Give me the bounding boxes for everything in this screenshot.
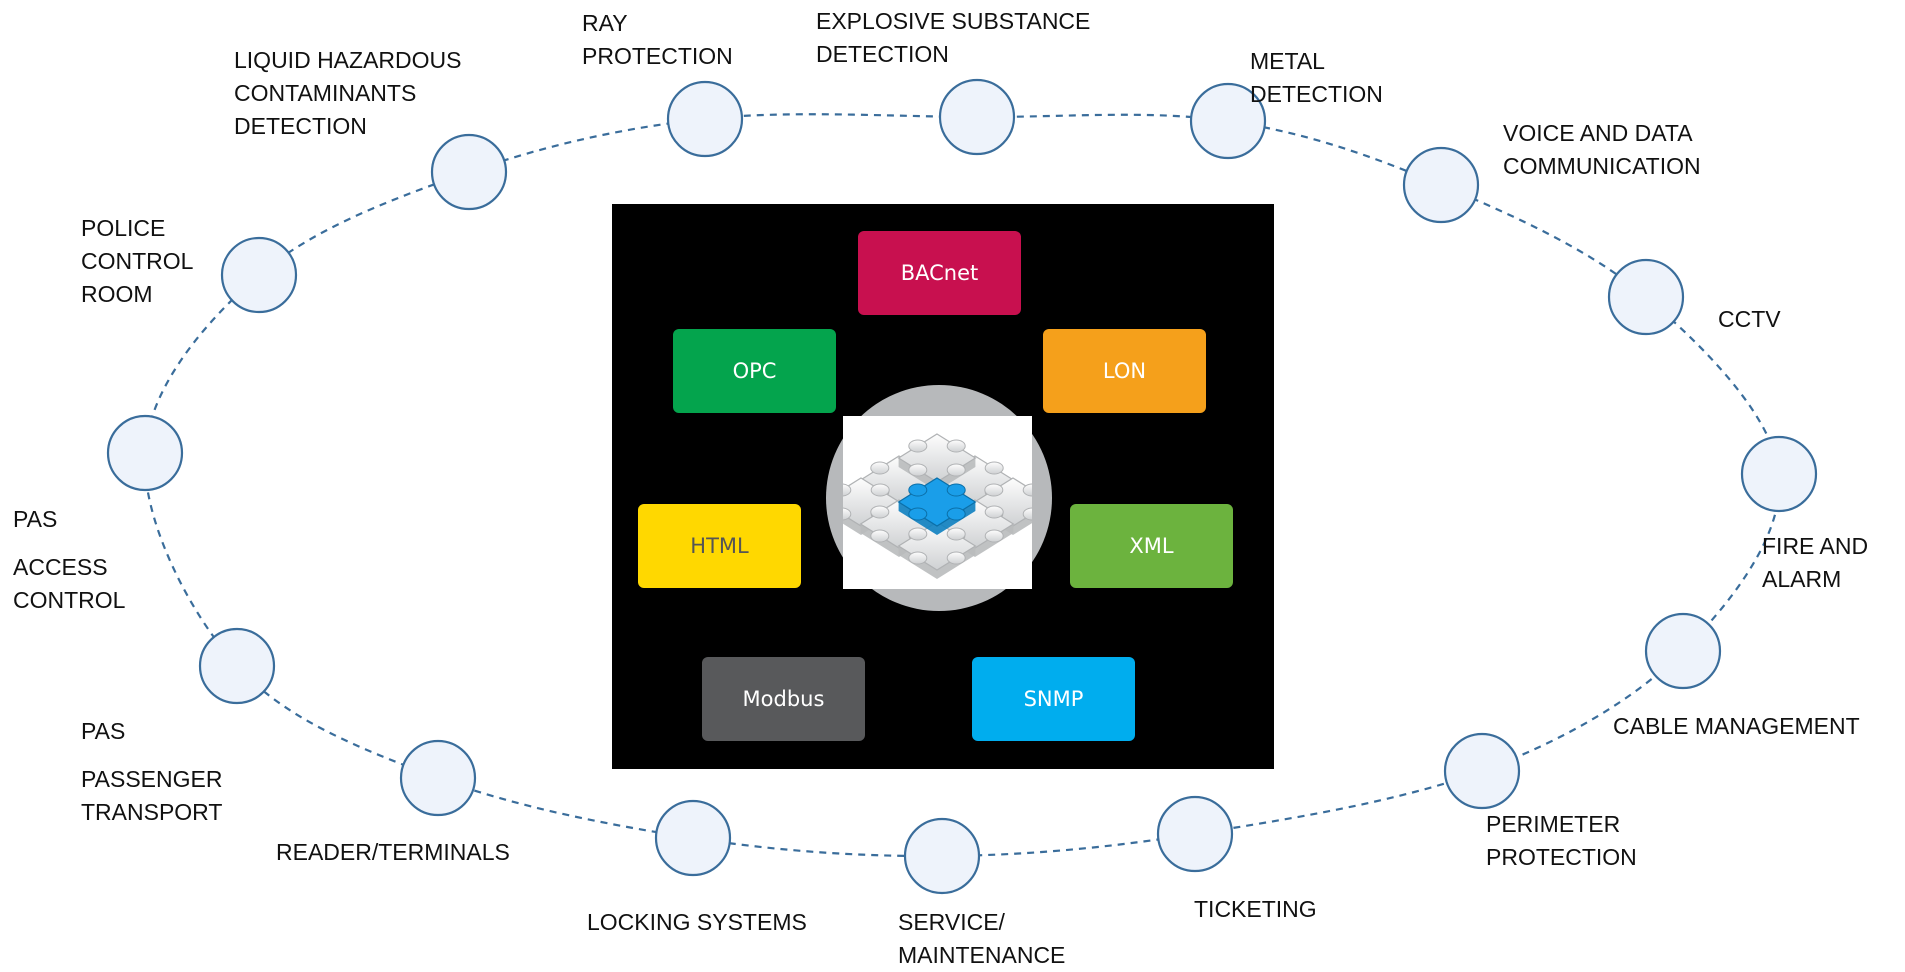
label-locking-systems: LOCKING SYSTEMS [587,906,807,939]
protocol-snmp: SNMP [972,657,1135,741]
label-line: DETECTION [816,41,949,67]
label-line: CONTROL [13,587,126,613]
label-line: PERIMETER [1486,811,1621,837]
label-cable-management: CABLE MANAGEMENT [1613,710,1860,743]
label-passenger-transport: PASSENGER TRANSPORT [81,763,222,829]
label-line: LIQUID HAZARDOUS [234,47,462,73]
ring-node [1740,435,1818,513]
label-liquid-hazardous-contaminants-detection: LIQUID HAZARDOUS CONTAMINANTS DETECTION [234,44,461,143]
puzzle-piece [897,521,977,579]
label-line: TRANSPORT [81,799,223,825]
ring-node [1607,258,1685,336]
ring-node [666,80,744,158]
protocol-lon: LON [1043,329,1206,413]
label-police-control-room: POLICE CONTROL ROOM [81,212,193,311]
label-line: DETECTION [234,113,367,139]
label-line: PASSENGER [81,766,223,792]
protocol-bacnet: BACnet [858,231,1021,315]
ring-node [1644,612,1722,690]
label-explosive-substance-detection: EXPLOSIVE SUBSTANCE DETECTION [816,5,1090,71]
ring-node [198,627,276,705]
label-pas-bottom: PAS [81,715,125,748]
protocol-opc: OPC [673,329,836,413]
ring-node [1189,82,1267,160]
ring-node [1156,795,1234,873]
label-line: COMMUNICATION [1503,153,1701,179]
ring-node [938,78,1016,156]
label-ticketing: TICKETING [1194,893,1317,926]
label-line: FIRE AND [1762,533,1869,559]
label-line: TICKETING [1194,896,1317,922]
ring-node [1443,732,1521,810]
label-line: PROTECTION [1486,844,1637,870]
label-line: EXPLOSIVE SUBSTANCE [816,8,1091,34]
label-perimeter-protection: PERIMETER PROTECTION [1486,808,1637,874]
label-line: ALARM [1762,566,1842,592]
label-line: ROOM [81,281,153,307]
label-reader-terminals: READER/TERMINALS [276,836,510,869]
puzzle-piece-center [897,477,977,535]
label-line: PAS [81,718,126,744]
protocol-modbus: Modbus [702,657,865,741]
ring-node [399,739,477,817]
label-line: VOICE AND DATA [1503,120,1693,146]
puzzle-pieces-icon [821,416,1053,589]
label-line: CONTAMINANTS [234,80,417,106]
ring-node [430,133,508,211]
label-fire-and-alarm: FIRE AND ALARM [1762,530,1868,596]
label-line: READER/TERMINALS [276,839,510,865]
label-line: CABLE MANAGEMENT [1613,713,1860,739]
label-line: DETECTION [1250,81,1383,107]
label-line: ACCESS [13,554,108,580]
label-pas-top: PAS [13,503,57,536]
label-line: SERVICE/ [898,909,1005,935]
label-line: PAS [13,506,58,532]
label-line: CONTROL [81,248,194,274]
label-ray-protection: RAY PROTECTION [582,7,733,73]
label-service-maintenance: SERVICE/MAINTENANCE [898,906,1065,972]
label-line: LOCKING SYSTEMS [587,909,807,935]
ring-node [1402,146,1480,224]
label-line: POLICE [81,215,166,241]
label-access-control: ACCESS CONTROL [13,551,125,617]
protocol-xml: XML [1070,504,1233,588]
ring-node [220,236,298,314]
label-voice-and-data-communication: VOICE AND DATA COMMUNICATION [1503,117,1701,183]
puzzle-piece [897,433,977,491]
ring-node [106,414,184,492]
label-line: METAL [1250,48,1325,74]
label-line: CCTV [1718,306,1781,332]
label-line: RAY [582,10,628,36]
protocol-html: HTML [638,504,801,588]
label-cctv: CCTV [1718,303,1781,336]
ring-node [903,817,981,895]
label-line: PROTECTION [582,43,733,69]
label-metal-detection: METAL DETECTION [1250,45,1383,111]
ring-node [654,799,732,877]
